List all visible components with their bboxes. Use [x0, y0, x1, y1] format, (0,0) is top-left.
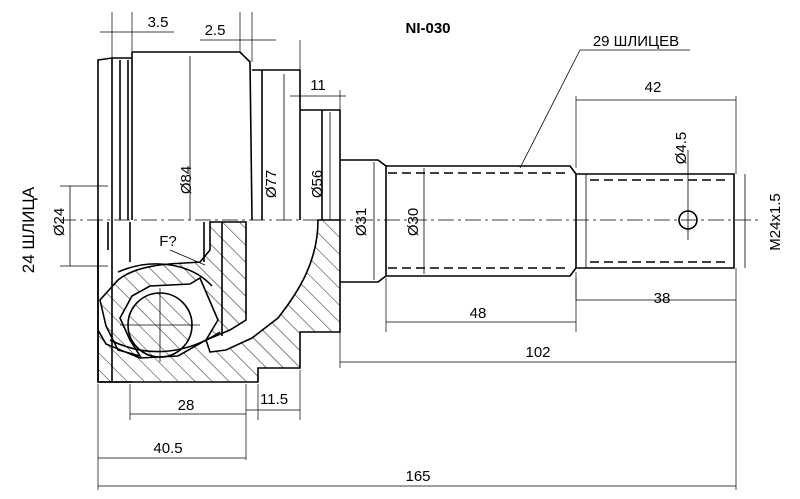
dim-dia-24: Ø24 [51, 208, 68, 236]
inner-splines-label: 24 ШЛИЦА [19, 186, 38, 273]
housing-section [97, 219, 341, 383]
dim-3-5: 3.5 [148, 14, 169, 31]
ball [120, 288, 200, 362]
f-mark-label: F? [159, 233, 177, 250]
dim-11-5: 11.5 [260, 391, 288, 408]
dim-11: 11 [310, 77, 326, 94]
dim-38: 38 [654, 290, 671, 307]
dim-102: 102 [525, 344, 550, 361]
dim-48: 48 [470, 305, 487, 322]
dim-dia-31: Ø31 [353, 208, 370, 236]
extension-lines [60, 12, 737, 490]
dim-42: 42 [645, 79, 662, 96]
dim-165: 165 [405, 468, 430, 485]
dimension-lines [69, 31, 746, 487]
part-number-title: NI-030 [405, 20, 450, 37]
dim-dia-84: Ø84 [178, 166, 195, 194]
dim-40-5: 40.5 [153, 440, 182, 457]
dim-28: 28 [178, 397, 195, 414]
dim-dia-4-5: Ø4.5 [673, 132, 690, 165]
shaft [340, 159, 735, 283]
dim-dia-30: Ø30 [405, 208, 422, 236]
dim-dia-77: Ø77 [263, 170, 280, 198]
dim-dia-56: Ø56 [309, 170, 326, 198]
dim-2-5: 2.5 [205, 22, 226, 39]
outer-splines-label: 29 ШЛИЦЕВ [593, 33, 679, 50]
dim-thread: M24x1.5 [767, 193, 784, 251]
